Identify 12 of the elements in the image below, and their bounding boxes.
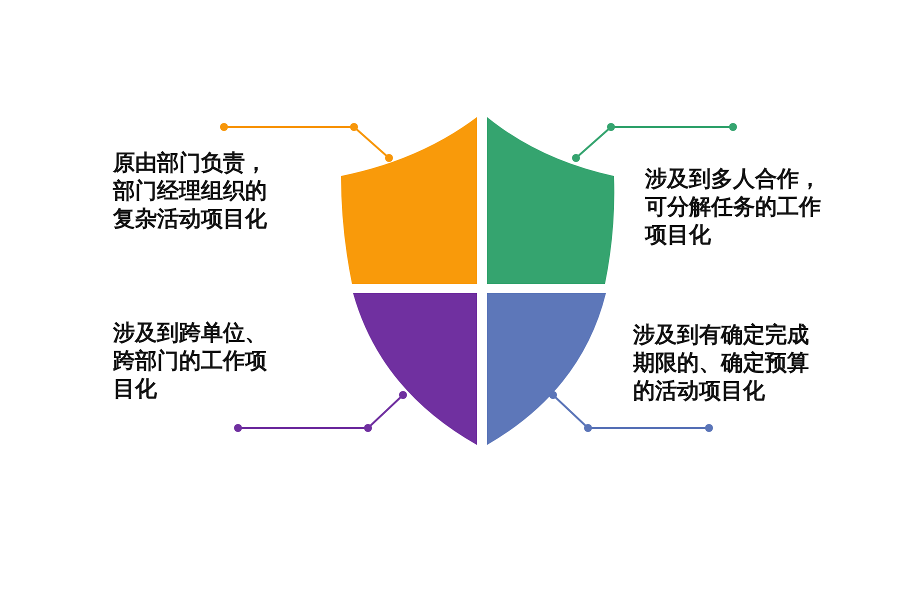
description-text: 涉及到多人合作，可分解任务的工作项目化 (645, 166, 822, 250)
shield-quadrant (487, 293, 606, 445)
description-text: 原由部门负责，部门经理组织的复杂活动项目化 (113, 150, 268, 234)
leader-line (234, 391, 407, 432)
shield-quadrant (353, 293, 477, 445)
shield-quadrant (341, 117, 477, 284)
leader-line (549, 391, 713, 432)
description-text: 涉及到有确定完成期限的、确定预算的活动项目化 (633, 322, 810, 406)
leader-line (572, 123, 737, 162)
description-text: 涉及到跨单位、跨部门的工作项目化 (113, 320, 268, 404)
leader-line (220, 123, 393, 162)
shield-quadrant (487, 117, 614, 284)
